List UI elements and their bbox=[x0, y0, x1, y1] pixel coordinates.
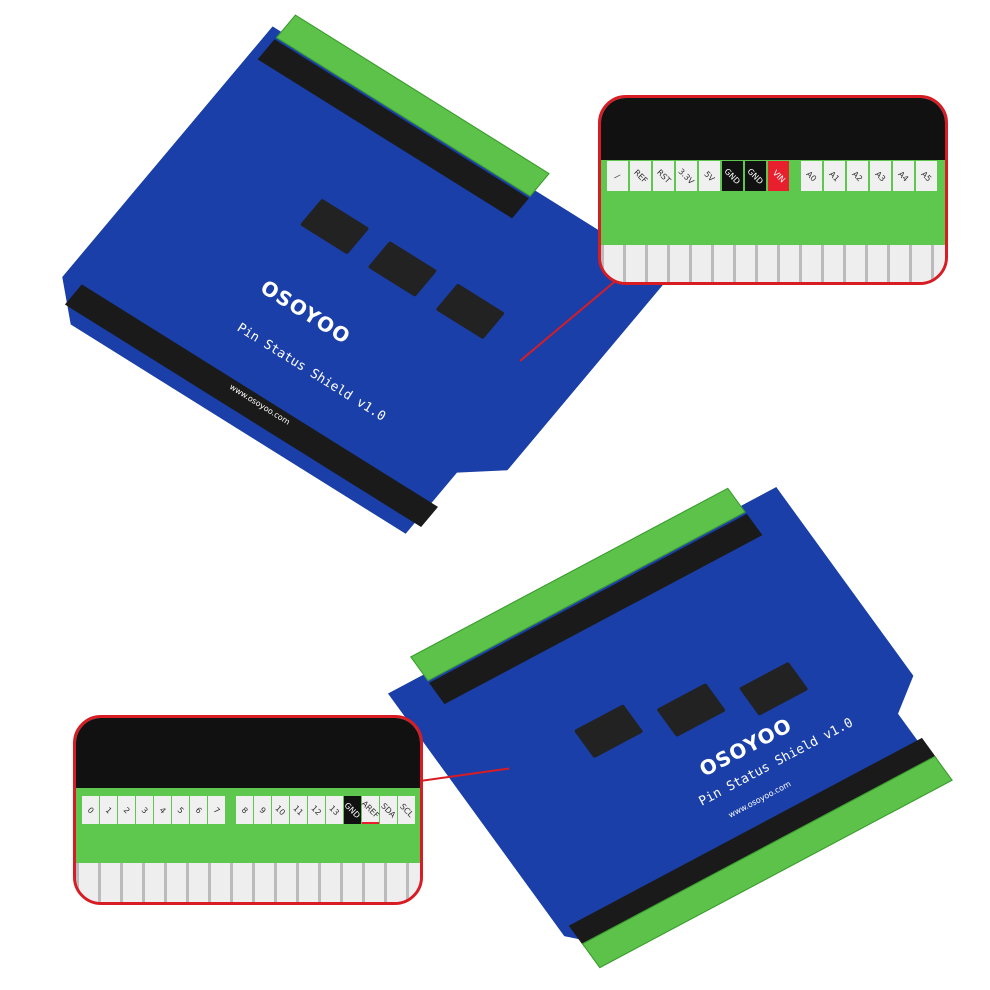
terminal-label: 10 bbox=[272, 796, 289, 824]
terminal-label: 11 bbox=[290, 796, 307, 824]
shield-board-bottom bbox=[388, 487, 972, 969]
terminal-label: SCL bbox=[398, 796, 415, 824]
terminal-label: 12 bbox=[308, 796, 325, 824]
terminal-labels-digital-high: 8 9 10 11 12 13 GND AREF SDA SCL bbox=[236, 796, 415, 824]
terminal-label: 9 bbox=[254, 796, 271, 824]
pins bbox=[76, 863, 420, 902]
terminal-label: 3.3V bbox=[676, 161, 697, 191]
shield-board-top bbox=[39, 14, 671, 554]
terminal-label: A4 bbox=[893, 161, 914, 191]
header-strip bbox=[76, 718, 420, 788]
terminal-label: 1 bbox=[100, 796, 117, 824]
terminal-label: REF bbox=[630, 161, 651, 191]
terminal-label: A1 bbox=[824, 161, 845, 191]
terminal-label: 6 bbox=[190, 796, 207, 824]
terminal-label: GND bbox=[343, 796, 362, 824]
terminal-label: / bbox=[607, 161, 628, 191]
terminal-label: SDA bbox=[379, 796, 398, 824]
header-strip bbox=[601, 98, 945, 160]
terminal-label: 5 bbox=[172, 796, 189, 824]
terminal-label: 5V bbox=[699, 161, 720, 191]
terminal-label: A0 bbox=[801, 161, 822, 191]
terminal-label: A3 bbox=[870, 161, 891, 191]
terminal-labels-digital-low: 0 1 2 3 4 5 6 7 bbox=[82, 796, 225, 824]
terminal-labels-analog: A0 A1 A2 A3 A4 A5 bbox=[801, 161, 937, 191]
callout-bottom: 0 1 2 3 4 5 6 7 8 9 10 11 12 13 GND AREF… bbox=[73, 715, 423, 905]
terminal-label: 8 bbox=[236, 796, 253, 824]
terminal-label: A2 bbox=[847, 161, 868, 191]
terminal-label: VIN bbox=[768, 161, 789, 191]
terminal-label: AREF bbox=[360, 796, 381, 824]
terminal-label: A5 bbox=[916, 161, 937, 191]
terminal-label: 0 bbox=[82, 796, 99, 824]
terminal-label: RST bbox=[653, 161, 674, 191]
terminal-label: GND bbox=[722, 161, 743, 191]
terminal-label: 7 bbox=[208, 796, 225, 824]
terminal-label: GND bbox=[745, 161, 766, 191]
terminal-label: 13 bbox=[326, 796, 343, 824]
terminal-label: 3 bbox=[136, 796, 153, 824]
terminal-labels-power: / REF RST 3.3V 5V GND GND VIN bbox=[607, 161, 789, 191]
terminal-label: 2 bbox=[118, 796, 135, 824]
pins bbox=[601, 245, 945, 282]
callout-top: / REF RST 3.3V 5V GND GND VIN A0 A1 A2 A… bbox=[598, 95, 948, 285]
terminal-label: 4 bbox=[154, 796, 171, 824]
